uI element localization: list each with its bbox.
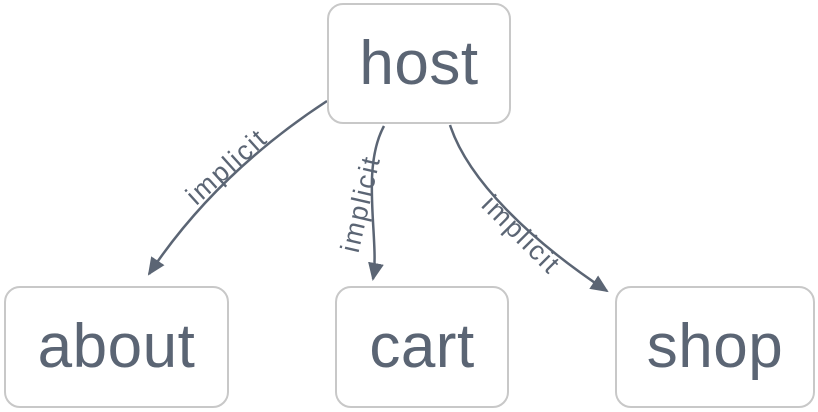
edge-host-about-path [147,99,328,276]
node-about: about [4,286,229,408]
edge-label-host-about: implicit [180,122,274,211]
node-shop-label: shop [646,312,784,381]
node-shop: shop [615,286,815,408]
node-host-label: host [359,28,479,98]
edge-label-host-shop: implicit [475,189,567,281]
edge-label-host-cart: implicit [334,152,387,256]
node-cart-label: cart [369,312,475,381]
node-host: host [327,3,511,124]
edge-host-shop-path [448,124,609,293]
node-cart: cart [335,286,509,408]
node-about-label: about [37,312,196,381]
